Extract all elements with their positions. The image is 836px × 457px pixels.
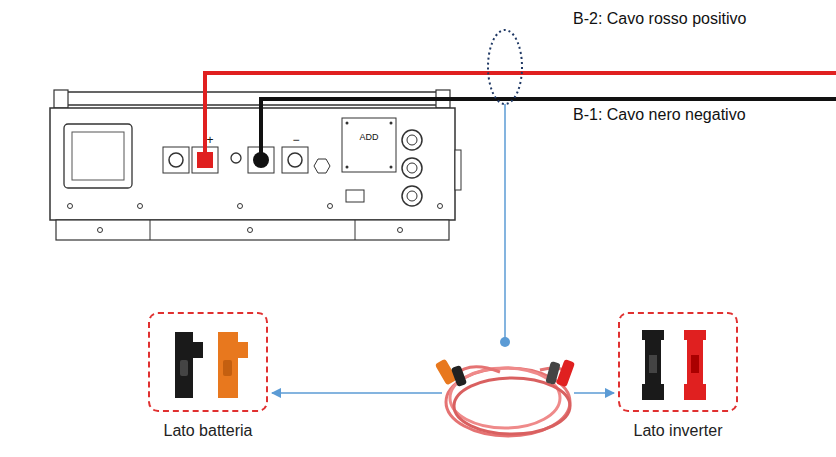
- side-caption: Lato batteria: [90, 422, 326, 440]
- polarity-sign: −: [292, 134, 299, 148]
- cable-label: B-2: Cavo rosso positivo: [573, 10, 746, 28]
- connector-group-box: Lato batteria: [148, 312, 268, 412]
- cable-label: B-1: Cavo nero negativo: [573, 106, 746, 124]
- side-caption: Lato inverter: [560, 422, 796, 440]
- panel-label: ADD: [359, 132, 378, 142]
- polarity-sign: +: [206, 134, 213, 148]
- connector-group-box: Lato inverter: [618, 312, 738, 412]
